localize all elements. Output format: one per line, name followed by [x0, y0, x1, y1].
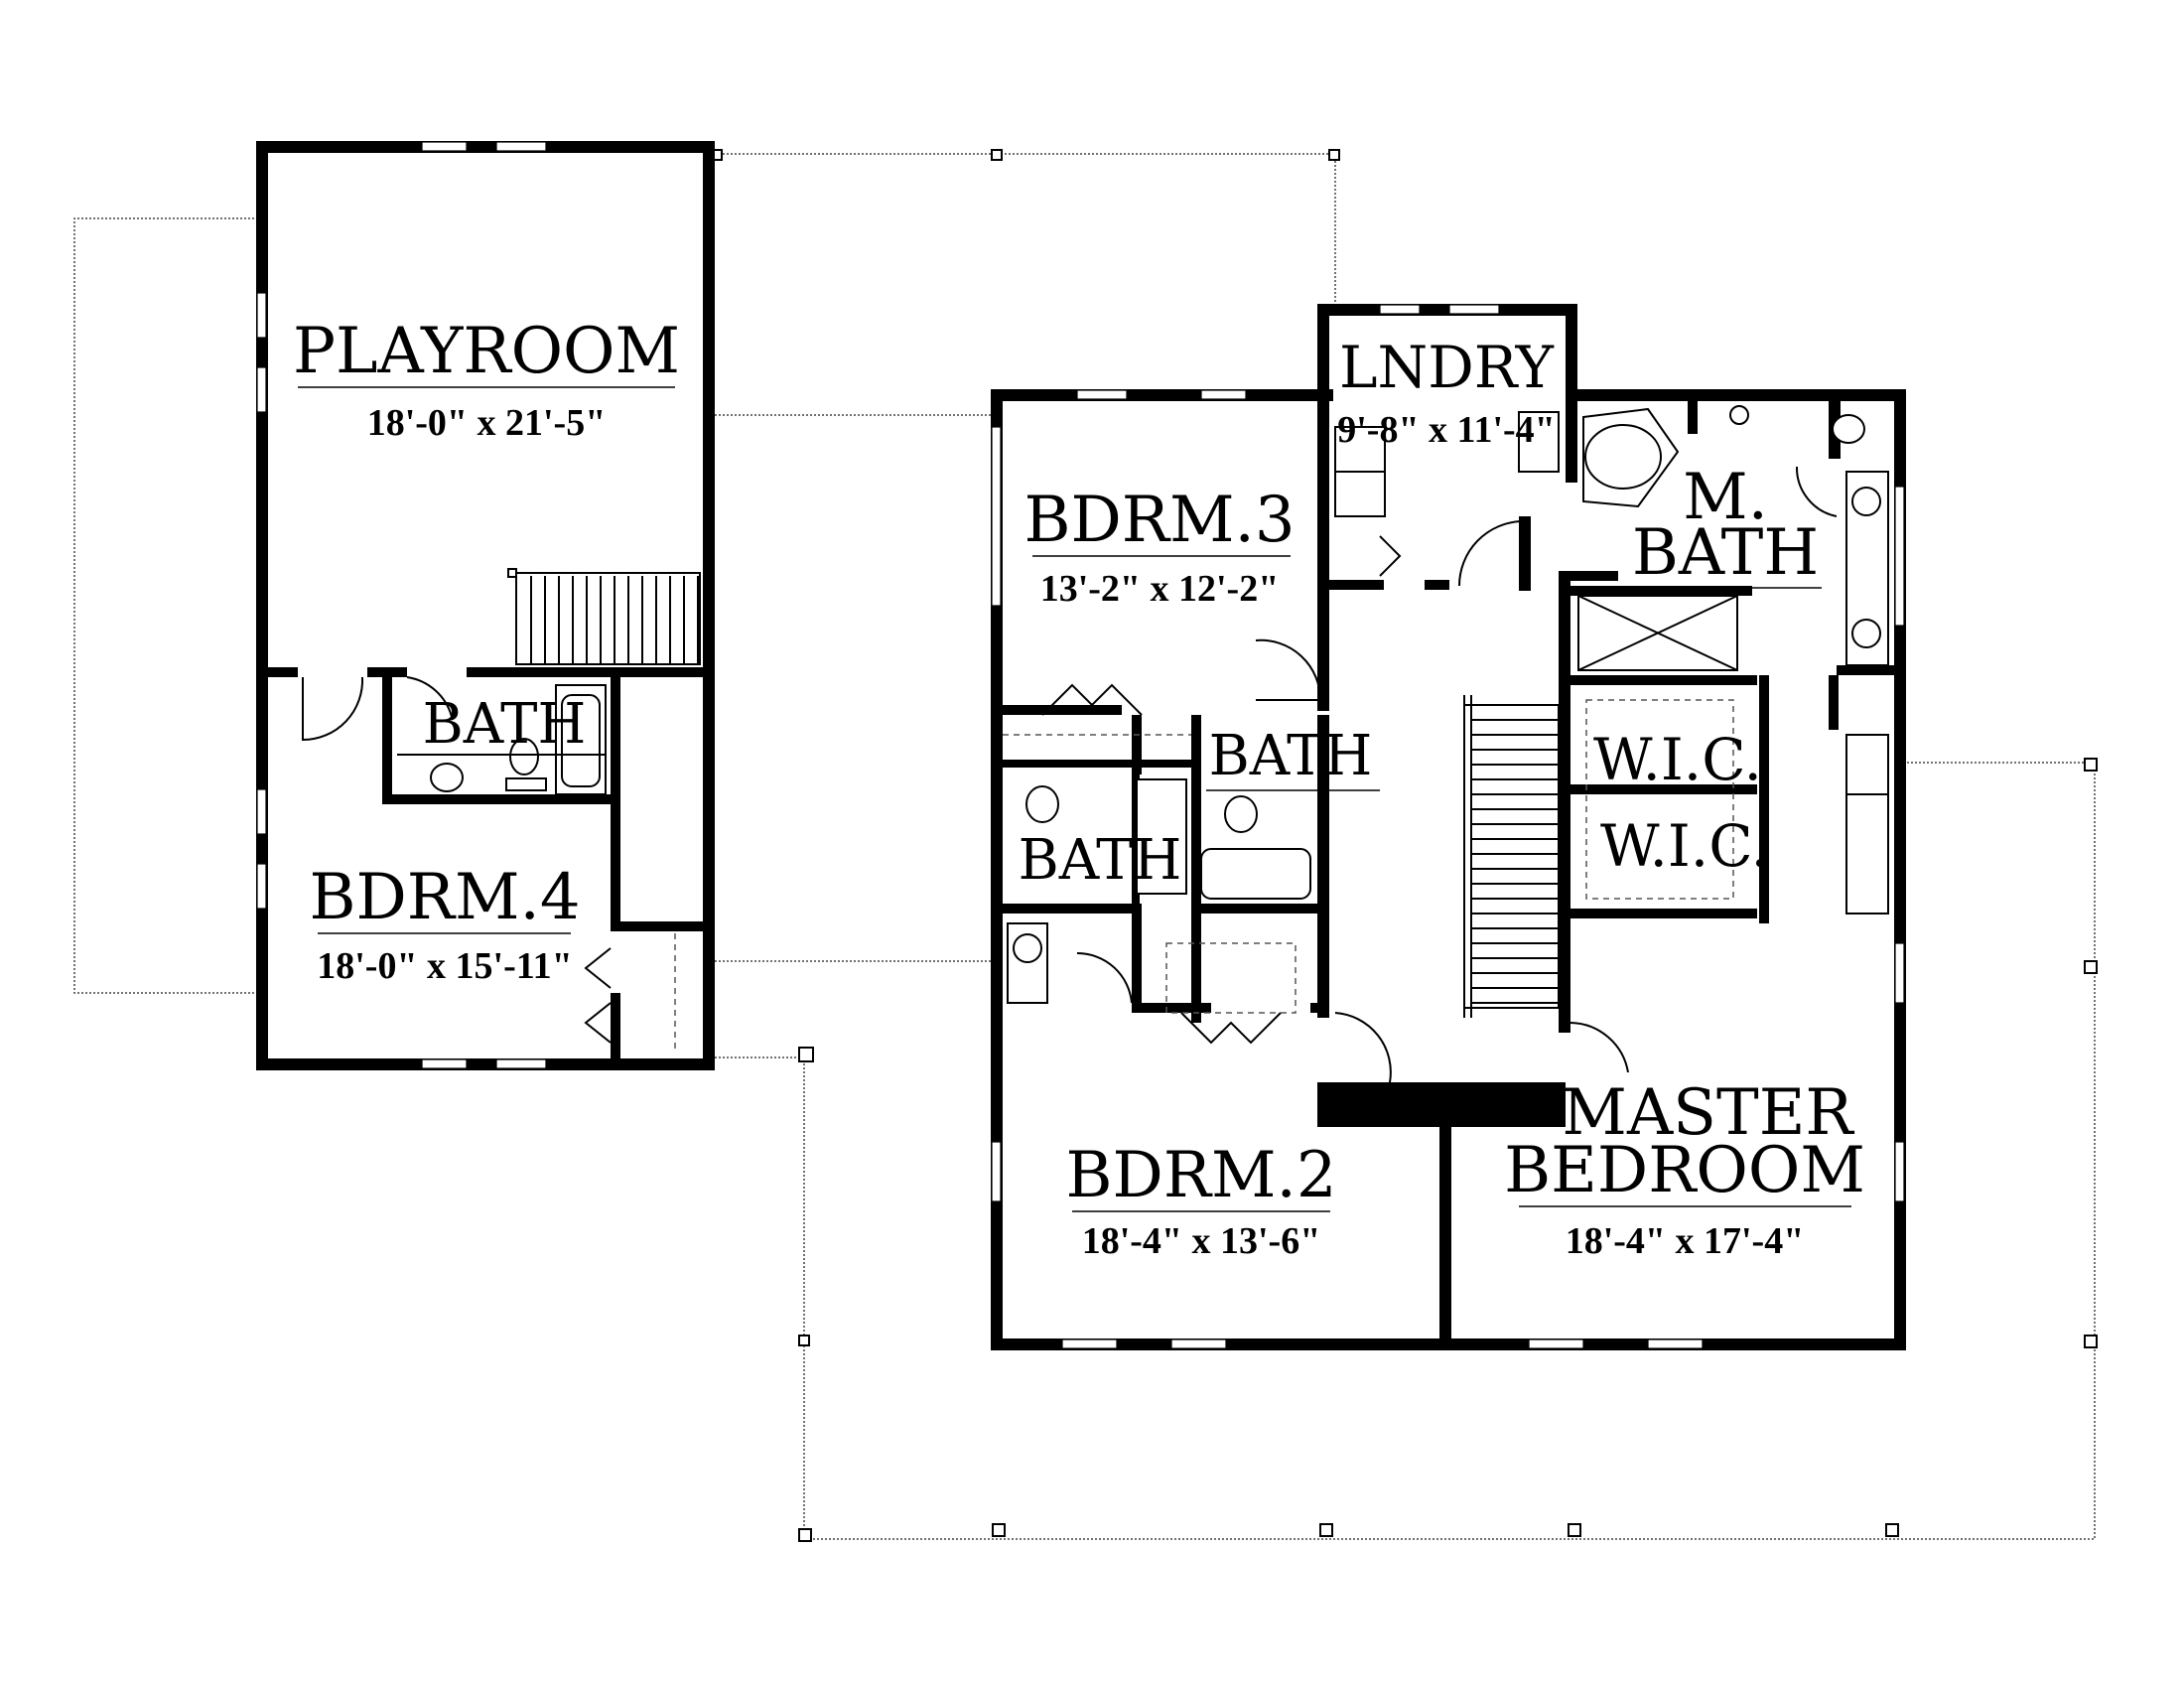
- master-name-line2: BEDROOM: [1504, 1134, 1865, 1207]
- room-label-bath-left: BATH: [1019, 828, 1182, 893]
- playroom-name: PLAYROOM: [293, 315, 680, 388]
- bdrm4-dims: 18'-0" x 15'-11": [317, 945, 573, 987]
- room-label-mbath: M. BATH: [1628, 461, 1822, 590]
- left-wing-walls: [256, 141, 715, 1070]
- room-label-bdrm4: BDRM.4 18'-0" x 15'-11": [309, 861, 580, 987]
- master-name-line1: MASTER: [1562, 1076, 1854, 1150]
- lndry-dims: 9'-8" x 11'-4": [1337, 409, 1556, 451]
- wic1-name: W.I.C.: [1593, 726, 1762, 793]
- left-wing-details: [302, 568, 701, 1053]
- room-label-bdrm3: BDRM.3 13'-2" x 12'-2": [1024, 484, 1295, 610]
- bath-left-name: BATH: [1019, 828, 1182, 893]
- bdrm2-name: BDRM.2: [1065, 1139, 1336, 1212]
- room-label-bath-upper: BATH: [423, 692, 587, 757]
- bdrm2-dims: 18'-4" x 13'-6": [1082, 1220, 1321, 1262]
- mbath-name-line2: BATH: [1632, 516, 1819, 590]
- playroom-dims: 18'-0" x 21'-5": [367, 402, 607, 444]
- porch-outlines: [73, 149, 2098, 1542]
- room-label-wic2: W.I.C.: [1600, 812, 1769, 880]
- room-label-bdrm2: BDRM.2 18'-4" x 13'-6": [1065, 1139, 1336, 1262]
- bath-center-name: BATH: [1209, 724, 1373, 788]
- master-dims: 18'-4" x 17'-4": [1566, 1220, 1805, 1262]
- bdrm4-name: BDRM.4: [309, 861, 580, 934]
- bdrm3-dims: 13'-2" x 12'-2": [1040, 568, 1280, 610]
- bath-upper-name: BATH: [423, 692, 587, 757]
- main-house-details: [1003, 405, 1889, 1083]
- room-label-lndry: LNDRY 9'-8" x 11'-4": [1337, 334, 1556, 451]
- room-label-bath-center: BATH: [1206, 724, 1380, 791]
- wic2-name: W.I.C.: [1600, 812, 1769, 880]
- mbath-name-line1: M.: [1683, 461, 1768, 534]
- lndry-name: LNDRY: [1339, 334, 1555, 401]
- room-label-wic1: W.I.C.: [1593, 726, 1762, 793]
- room-label-master: MASTER BEDROOM 18'-4" x 17'-4": [1504, 1076, 1865, 1262]
- bdrm3-name: BDRM.3: [1024, 484, 1295, 557]
- room-label-playroom: PLAYROOM 18'-0" x 21'-5": [293, 315, 680, 444]
